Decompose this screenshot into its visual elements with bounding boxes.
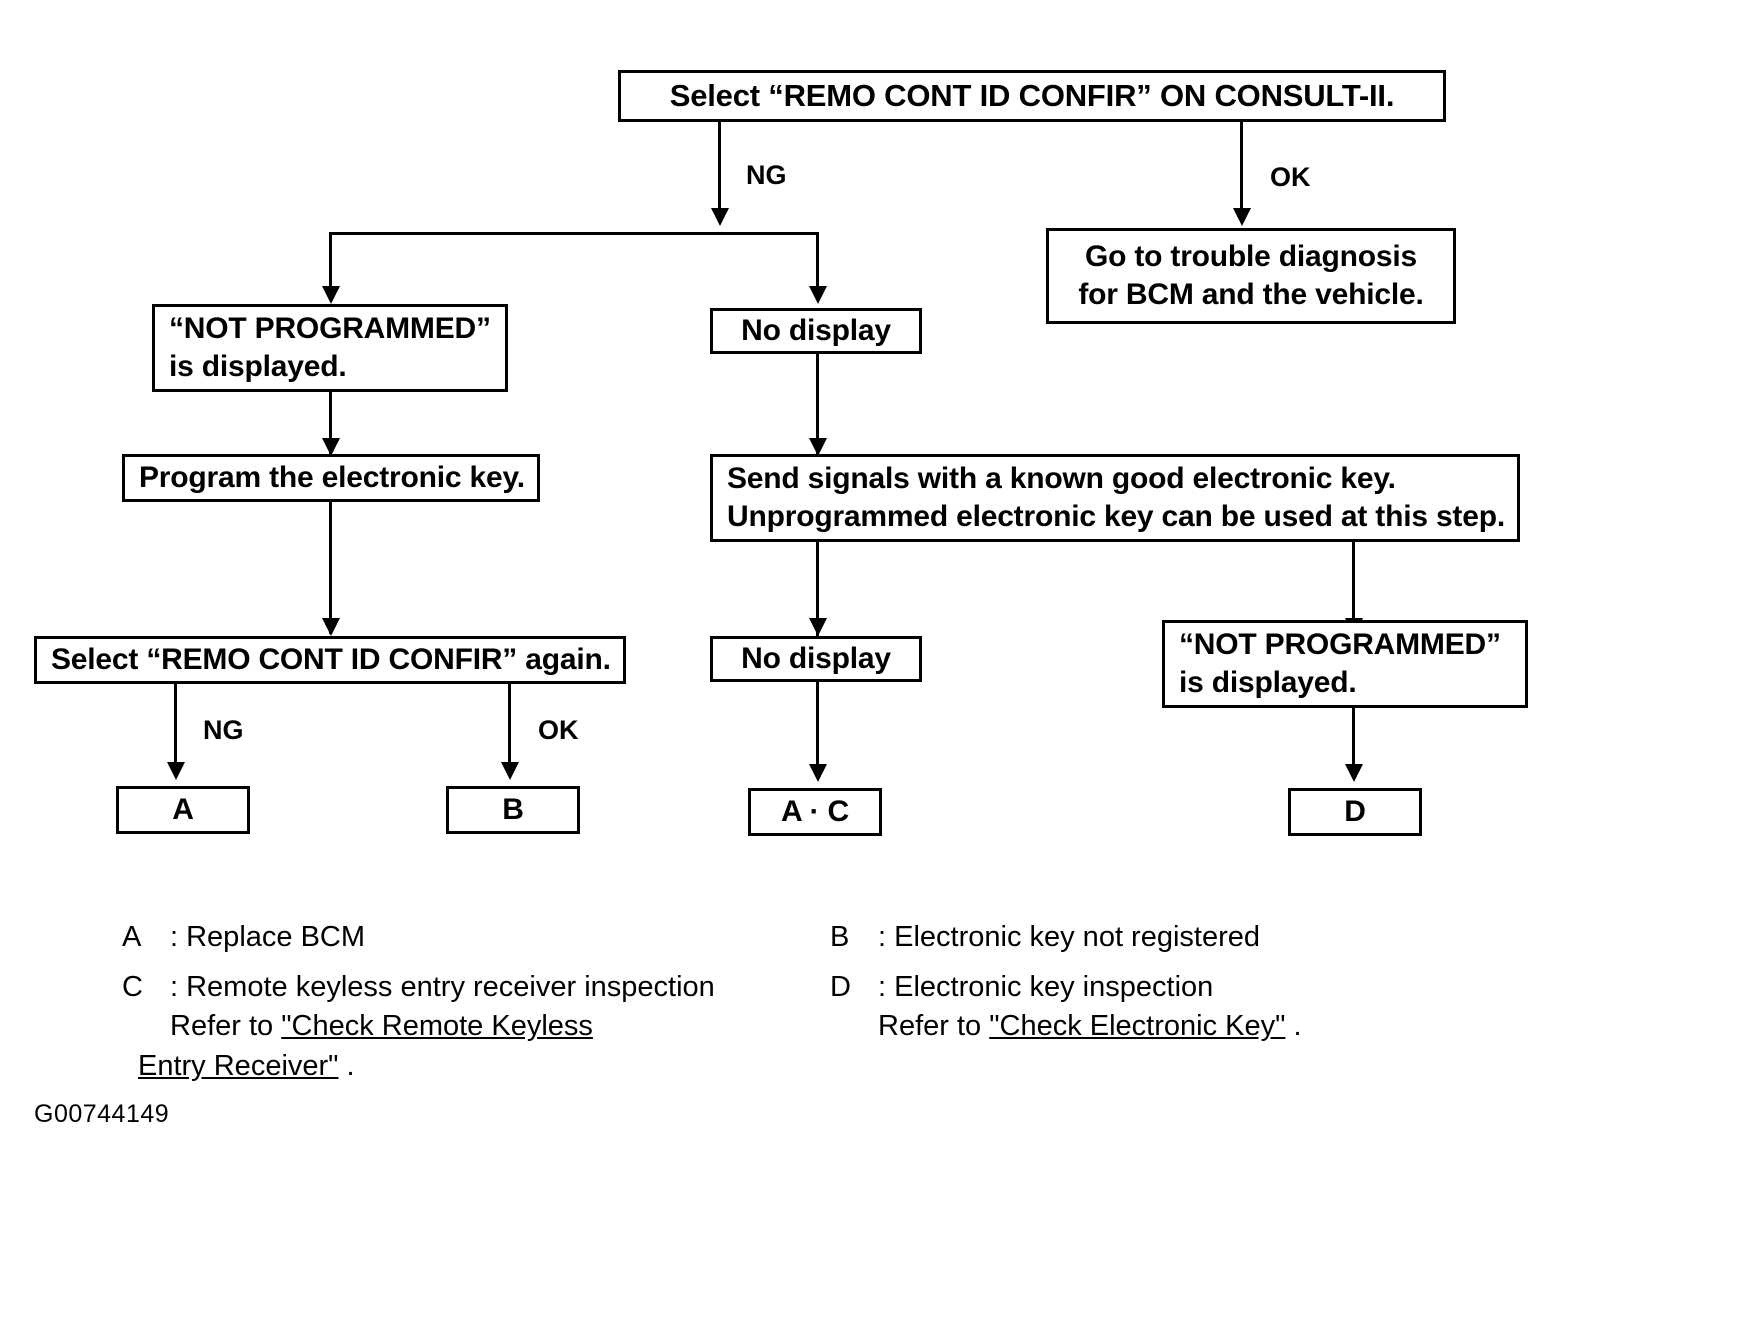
node-program-electronic-key: Program the electronic key. [122, 454, 540, 502]
node-select-remo-cont-id-confir: Select “REMO CONT ID CONFIR” ON CONSULT-… [618, 70, 1446, 122]
legend-key-a: A [122, 921, 142, 953]
node-not-programmed-2: “NOT PROGRAMMED” is displayed. [1162, 620, 1528, 708]
arrowhead-result-d [1345, 764, 1363, 782]
arrowhead-no-display-1 [809, 286, 827, 304]
legend-link-d[interactable]: "Check Electronic Key" [989, 1010, 1286, 1043]
legend-key-c: C [122, 971, 143, 1003]
legend-item-c: C : Remote keyless entry receiver inspect… [122, 968, 715, 1086]
arrowhead-program-key [322, 438, 340, 456]
arrowhead-no-display-2 [809, 618, 827, 636]
edge-no-display-to-send-signals [816, 354, 819, 454]
edge-ng-bus [329, 232, 819, 235]
edge-select-again-ng [174, 684, 177, 766]
edge-label-start-ok: OK [1270, 162, 1311, 192]
edge-ng-to-no-display [816, 232, 819, 298]
arrowhead-not-programmed-1 [322, 286, 340, 304]
edge-start-ok [1240, 122, 1243, 220]
figure-code: G00744149 [34, 1100, 170, 1128]
legend-text-c: : Remote keyless entry receiver inspecti… [170, 971, 715, 1003]
edge-send-signals-to-not-programmed-2 [1352, 542, 1355, 636]
edge-not-programmed-to-program-key [329, 392, 332, 454]
edge-program-key-to-select-again [329, 502, 332, 634]
node-result-a: A [116, 786, 250, 834]
legend-refer-to-c: Refer to [170, 1010, 282, 1043]
node-select-again: Select “REMO CONT ID CONFIR” again. [34, 636, 626, 684]
edge-ng-to-not-programmed [329, 232, 332, 298]
node-send-signals: Send signals with a known good electroni… [710, 454, 1520, 542]
legend-period-d: . [1285, 1010, 1302, 1043]
node-line: is displayed. [1179, 666, 1357, 699]
edge-no-display-2-to-result-ac [816, 682, 819, 768]
legend-sub-c: Refer to "Check Remote Keyless [122, 1007, 715, 1046]
node-line: No display [741, 641, 891, 675]
node-line: B [502, 792, 524, 826]
legend-text-b: : Electronic key not registered [878, 921, 1261, 953]
node-line: Program the electronic key. [139, 460, 525, 494]
arrowhead-result-ac [809, 764, 827, 782]
node-line: is displayed. [169, 350, 347, 383]
node-result-d: D [1288, 788, 1422, 836]
node-line: Send signals with a known good electroni… [727, 461, 1396, 495]
node-no-display-1: No display [710, 308, 922, 354]
arrowhead-send-signals [809, 438, 827, 456]
legend-sub-d: Refer to "Check Electronic Key" . [830, 1007, 1302, 1046]
edge-select-again-ok [508, 684, 511, 766]
arrowhead-result-b [501, 762, 519, 780]
legend-item-b: B : Electronic key not registered [830, 918, 1260, 957]
legend-text-d: : Electronic key inspection [878, 971, 1214, 1003]
edge-start-ng [718, 122, 721, 220]
node-line: Unprogrammed electronic key can be used … [727, 500, 1505, 533]
legend-item-d: D : Electronic key inspection Refer to "C… [830, 968, 1302, 1047]
node-result-b: B [446, 786, 580, 834]
legend-sub-c-line2: Entry Receiver" . [122, 1047, 715, 1086]
node-result-ac: A · C [748, 788, 882, 836]
node-line: A · C [781, 794, 849, 828]
legend-key-d: D [830, 971, 851, 1003]
arrowhead-start-ok [1233, 208, 1251, 226]
node-line: “NOT PROGRAMMED” [169, 311, 491, 345]
legend-link-c-line2[interactable]: Entry Receiver" [138, 1049, 339, 1082]
node-line: “NOT PROGRAMMED” [1179, 627, 1501, 661]
edge-label-again-ok: OK [538, 715, 579, 745]
edge-not-programmed-2-to-result-d [1352, 708, 1355, 770]
node-not-programmed-1: “NOT PROGRAMMED” is displayed. [152, 304, 508, 392]
node-go-to-trouble-diagnosis: Go to trouble diagnosis for BCM and the … [1046, 228, 1456, 324]
legend-period-c: . [338, 1049, 355, 1082]
node-line: No display [741, 313, 891, 347]
node-line: Go to trouble diagnosis [1084, 239, 1418, 273]
edge-send-signals-to-no-display-2 [816, 542, 819, 636]
node-line: A [172, 792, 194, 826]
node-line: Select “REMO CONT ID CONFIR” ON CONSULT-… [669, 78, 1395, 114]
legend-item-a: A : Replace BCM [122, 918, 365, 957]
edge-label-start-ng: NG [746, 160, 787, 190]
legend-text-a: : Replace BCM [170, 921, 366, 953]
legend-refer-to-d: Refer to [878, 1010, 990, 1043]
node-no-display-2: No display [710, 636, 922, 682]
edge-label-again-ng: NG [203, 715, 244, 745]
arrowhead-select-again [322, 618, 340, 636]
arrowhead-start-ng [711, 208, 729, 226]
node-line: D [1344, 794, 1366, 828]
legend-key-b: B [830, 921, 850, 953]
arrowhead-result-a [167, 762, 185, 780]
legend-link-c-line1[interactable]: "Check Remote Keyless [281, 1010, 593, 1043]
node-line: Select “REMO CONT ID CONFIR” again. [51, 642, 611, 676]
node-line: for BCM and the vehicle. [1078, 278, 1424, 311]
